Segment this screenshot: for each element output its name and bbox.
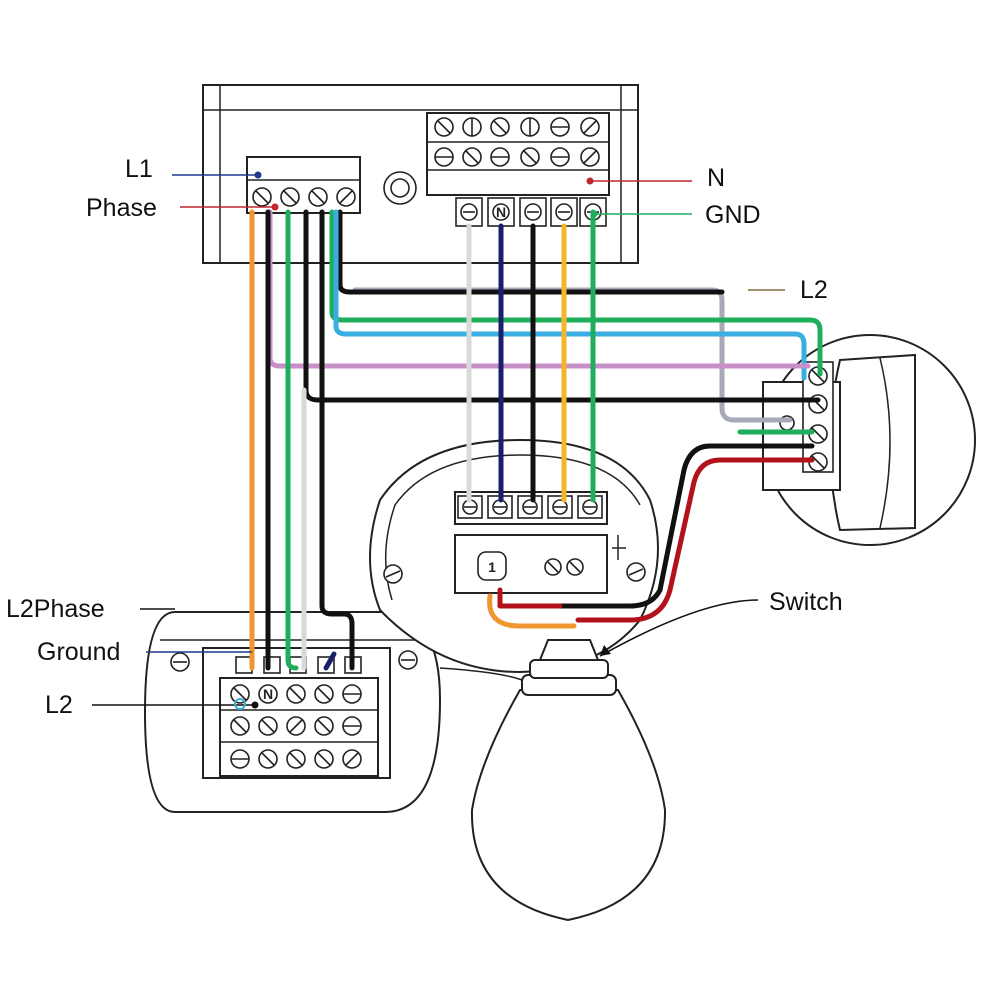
mount-screw-icon <box>383 564 403 584</box>
wire-black-6 <box>557 443 815 609</box>
wires <box>249 209 823 671</box>
label-switch: Switch <box>769 588 843 616</box>
wire-black <box>337 209 725 295</box>
terminal-screws-left: N <box>230 684 362 769</box>
mount-screw-icon <box>170 652 190 672</box>
label-l2phase: L2Phase <box>6 595 105 623</box>
label-n: N <box>707 164 725 192</box>
label-l1: L1 <box>125 155 153 183</box>
wire-orange-2 <box>487 593 577 629</box>
terminal-strip-middle <box>457 495 603 519</box>
terminal-screws-top-left <box>252 187 356 207</box>
svg-text:1: 1 <box>488 559 496 575</box>
terminal-n-icon <box>258 749 278 769</box>
wire-green <box>329 209 823 377</box>
mount-screw-icon <box>626 562 646 582</box>
label-gnd: GND <box>705 201 761 229</box>
terminal-n-icon: N <box>258 684 278 704</box>
mount-screw-icon <box>398 650 418 670</box>
terminal-n-icon: N <box>487 197 515 227</box>
label-ground: Ground <box>37 638 120 666</box>
knob-icon <box>383 171 417 205</box>
light-bulb <box>439 639 667 922</box>
terminal-strip-right <box>802 361 834 473</box>
terminal-1-icon: 1 <box>477 551 507 581</box>
junction-box-left: N <box>143 611 442 813</box>
wire-red-2 <box>497 587 563 609</box>
svg-text:N: N <box>263 686 273 702</box>
svg-text:N: N <box>496 204 506 220</box>
terminal-strip-top-right-lower: N <box>455 197 607 227</box>
terminal-screws-top-right <box>434 117 600 167</box>
wire-green-3 <box>285 209 299 671</box>
labels: L1 Phase N GND L2 L2Phase Ground L2 Swit… <box>6 155 843 719</box>
ceiling-box-middle: 1 <box>369 438 659 674</box>
label-l2-right: L2 <box>800 276 828 304</box>
label-l2-left: L2 <box>45 691 73 719</box>
wire-navy-2 <box>323 651 337 671</box>
label-phase: Phase <box>86 194 157 222</box>
wire-red <box>575 457 815 623</box>
wire-blue <box>333 209 807 381</box>
terminal-screw-icon <box>544 558 584 576</box>
leader-lines <box>92 171 785 710</box>
wire-black-5 <box>319 209 355 671</box>
